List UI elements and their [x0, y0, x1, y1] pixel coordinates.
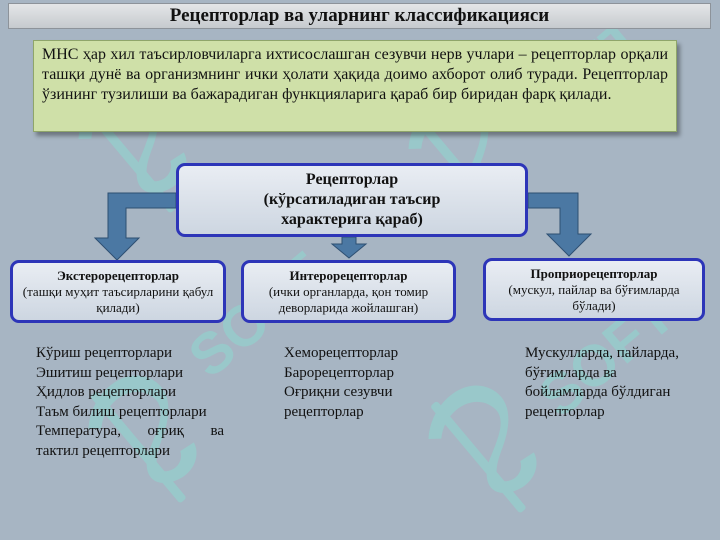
page-title: Рецепторлар ва уларнинг классификацияси: [8, 3, 711, 29]
list-item: Ҳидлов рецепторлари: [36, 384, 177, 400]
proprioreceptors-box: Проприорецепторлар (мускул, пайлар ва бў…: [483, 258, 705, 321]
list-item: рецепторлар: [284, 403, 364, 420]
list-item: Эшитиш рецепторлари: [36, 364, 184, 381]
intro-text: МНС ҳар хил таъсирловчиларга ихтисослашг…: [33, 40, 677, 132]
list-item: Оғриқни сезувчи: [284, 384, 393, 400]
main-box-line2: (кўрсатиладиган таъсир: [263, 191, 441, 208]
main-box-line3: характерига қараб): [281, 211, 423, 228]
interoreceptors-box: Интерорецепторлар (ички органларда, қон …: [241, 260, 456, 323]
arrow-right-icon: [527, 192, 593, 257]
arrow-left-icon: [93, 192, 177, 261]
list-item: Барорецепторлар: [284, 364, 394, 381]
interoreceptors-list: Хеморецепторлар Барорецепторлар Оғриқни …: [284, 344, 454, 422]
arrow-middle-icon: [330, 236, 368, 259]
proprioreceptors-subtitle: (мускул, пайлар ва бўғимларда бўлади): [508, 281, 680, 313]
interoreceptors-title: Интерорецепторлар: [289, 267, 408, 283]
exteroreceptors-list: Кўриш рецепторлари Эшитиш рецепторлари Ҳ…: [36, 344, 224, 461]
list-item: Кўриш рецепторлари: [36, 345, 173, 361]
list-item: рецепторлар: [525, 403, 605, 420]
exteroreceptors-title: Экстерорецепторлар: [56, 267, 180, 283]
list-item: тактил рецепторлари: [36, 442, 171, 459]
receptors-main-box: Рецепторлар (кўрсатиладиган таъсир харак…: [176, 163, 528, 237]
proprioreceptors-title: Проприорецепторлар: [530, 265, 658, 281]
main-box-line1: Рецепторлар: [305, 171, 399, 188]
list-item: Температура, оғриқ ва: [36, 423, 224, 439]
interoreceptors-subtitle: (ички органларда, қон томир деворларида …: [268, 283, 429, 315]
list-item: Хеморецепторлар: [284, 345, 399, 361]
proprioreceptors-list: Мускулларда, пайларда, бўғимларда ва бой…: [525, 344, 705, 422]
list-item: бўғимларда ва: [525, 364, 617, 381]
list-item: бойламларда бўлдиган: [525, 384, 671, 400]
exteroreceptors-subtitle: (ташқи муҳит таъсирларини қабул қилади): [22, 283, 214, 315]
list-item: Таъм билиш рецепторлари: [36, 403, 207, 420]
exteroreceptors-box: Экстерорецепторлар (ташқи муҳит таъсирла…: [10, 260, 226, 323]
list-item: Мускулларда, пайларда,: [525, 345, 679, 361]
